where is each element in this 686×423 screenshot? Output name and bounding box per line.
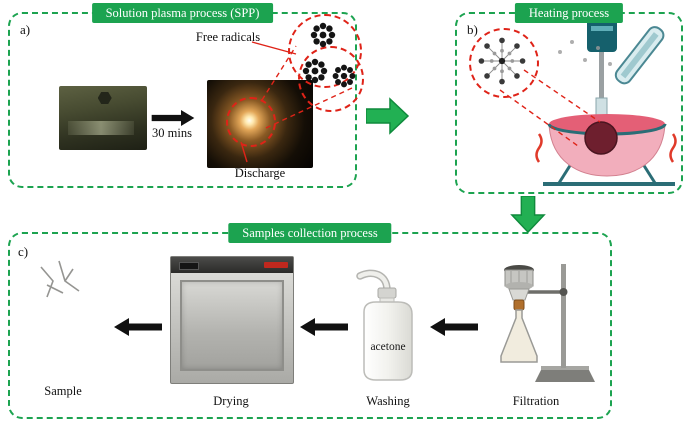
panel-collection: Samples collection process c) Sample — [8, 223, 612, 419]
flow-arrow-down-icon — [510, 196, 546, 234]
panel-spp-title: Solution plasma process (SPP) — [91, 3, 274, 23]
drying-oven — [170, 256, 294, 384]
sample-cracks-icon — [40, 260, 80, 298]
step-washing-label: Washing — [366, 394, 410, 408]
plasma-cell-photo — [59, 86, 147, 150]
oven-handle — [187, 287, 277, 293]
panel-heating: Heating process b) — [455, 3, 683, 194]
flow-arrow-right-icon — [366, 97, 410, 135]
molecule-cluster-icon — [302, 58, 328, 84]
arrow-left-icon — [114, 318, 162, 336]
panel-collection-title: Samples collection process — [228, 223, 392, 243]
duration-label: 30 mins — [152, 126, 192, 140]
oven-control-panel — [171, 257, 293, 273]
sample-dish — [10, 234, 100, 324]
oven-brand-logo — [264, 262, 288, 268]
filtration-setup — [500, 264, 595, 382]
panel-collection-tag: c) — [18, 244, 29, 259]
oven-display — [179, 262, 199, 270]
molecule-cluster-icon — [332, 64, 356, 88]
radical-molecule-icon — [478, 37, 526, 85]
discharge-magnifier-circle — [226, 97, 276, 147]
wash-bottle: acetone — [356, 269, 413, 381]
free-radicals-label: Free radicals — [195, 30, 261, 44]
step-drying-label: Drying — [213, 394, 249, 408]
panel-spp-tag: a) — [20, 22, 31, 37]
discharge-label: Discharge — [234, 166, 286, 180]
arrow-left-icon — [300, 318, 348, 336]
molecule-cluster-icon — [310, 22, 336, 48]
arrow-left-icon — [430, 318, 478, 336]
panel-spp: Solution plasma process (SPP) a) 30 mins… — [8, 3, 357, 188]
arrow-right-icon — [151, 110, 195, 126]
step-filtration-label: Filtration — [512, 394, 560, 408]
panel-heating-title: Heating process — [514, 3, 624, 23]
oven-door — [180, 280, 284, 371]
panel-heating-tag: b) — [467, 22, 478, 37]
heating-apparatus-icon — [535, 16, 677, 186]
bottle-label: acetone — [370, 341, 405, 353]
step-sample-label: Sample — [44, 384, 82, 398]
